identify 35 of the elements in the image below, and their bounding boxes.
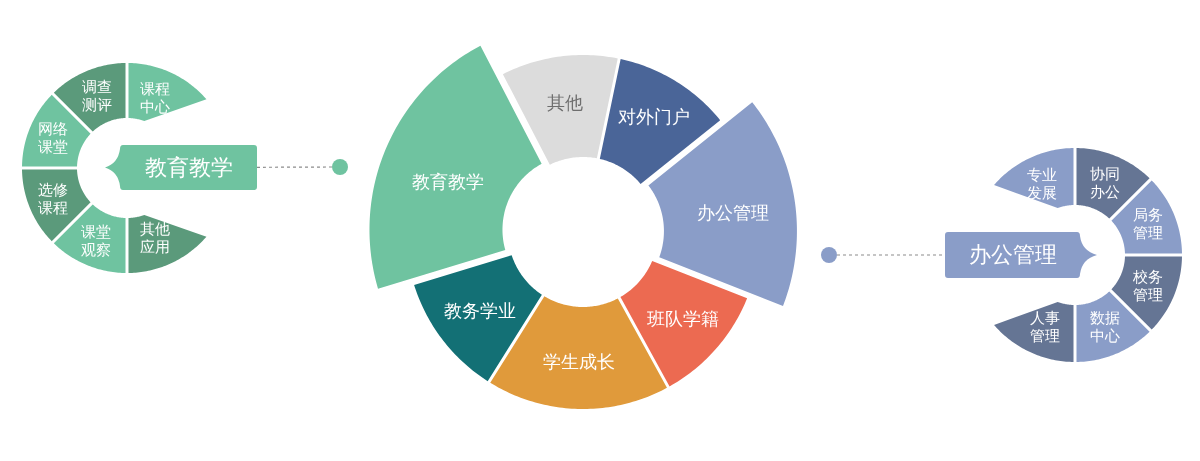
segment-label: 其他应用 bbox=[139, 220, 172, 257]
segment-label: 教务学业 bbox=[443, 300, 516, 322]
segment-label: 办公管理 bbox=[696, 202, 769, 225]
segment-label: 局务管理 bbox=[1131, 206, 1164, 243]
donut-segment bbox=[369, 45, 542, 289]
ring-segment bbox=[128, 214, 207, 273]
callout-tag bbox=[105, 145, 257, 190]
ring-segment bbox=[128, 63, 207, 122]
donut-segment bbox=[599, 59, 721, 184]
segment-label: 选修课程 bbox=[37, 181, 70, 218]
segment-label: 对外门户 bbox=[617, 106, 690, 128]
leader-dot bbox=[821, 247, 837, 263]
segment-label: 教育教学 bbox=[411, 171, 484, 194]
donut-segment bbox=[502, 55, 618, 165]
segment-label: 校务管理 bbox=[1131, 267, 1164, 304]
segment-label: 协同办公 bbox=[1089, 164, 1121, 201]
segment-label: 网络课堂 bbox=[37, 120, 69, 157]
callout-label: 办公管理 bbox=[968, 241, 1057, 269]
segment-label: 课程中心 bbox=[139, 79, 172, 116]
segment-label: 学生成长 bbox=[543, 351, 616, 373]
segment-label: 其他 bbox=[546, 92, 583, 115]
callout-tag bbox=[945, 232, 1097, 278]
ring-segment bbox=[994, 301, 1074, 362]
segment-label: 课堂观察 bbox=[80, 222, 112, 259]
donut-segment bbox=[620, 260, 748, 387]
leader-line bbox=[256, 166, 333, 168]
ring-segment bbox=[994, 148, 1074, 209]
segment-label: 调查测评 bbox=[80, 78, 113, 115]
segment-label: 班队学籍 bbox=[647, 308, 720, 331]
leader-dot bbox=[332, 159, 348, 175]
segment-label: 专业发展 bbox=[1026, 166, 1058, 203]
callout-label: 教育教学 bbox=[144, 154, 233, 181]
donut-segment bbox=[414, 255, 542, 382]
segment-label: 数据中心 bbox=[1089, 308, 1122, 345]
segment-label: 人事管理 bbox=[1028, 308, 1061, 345]
